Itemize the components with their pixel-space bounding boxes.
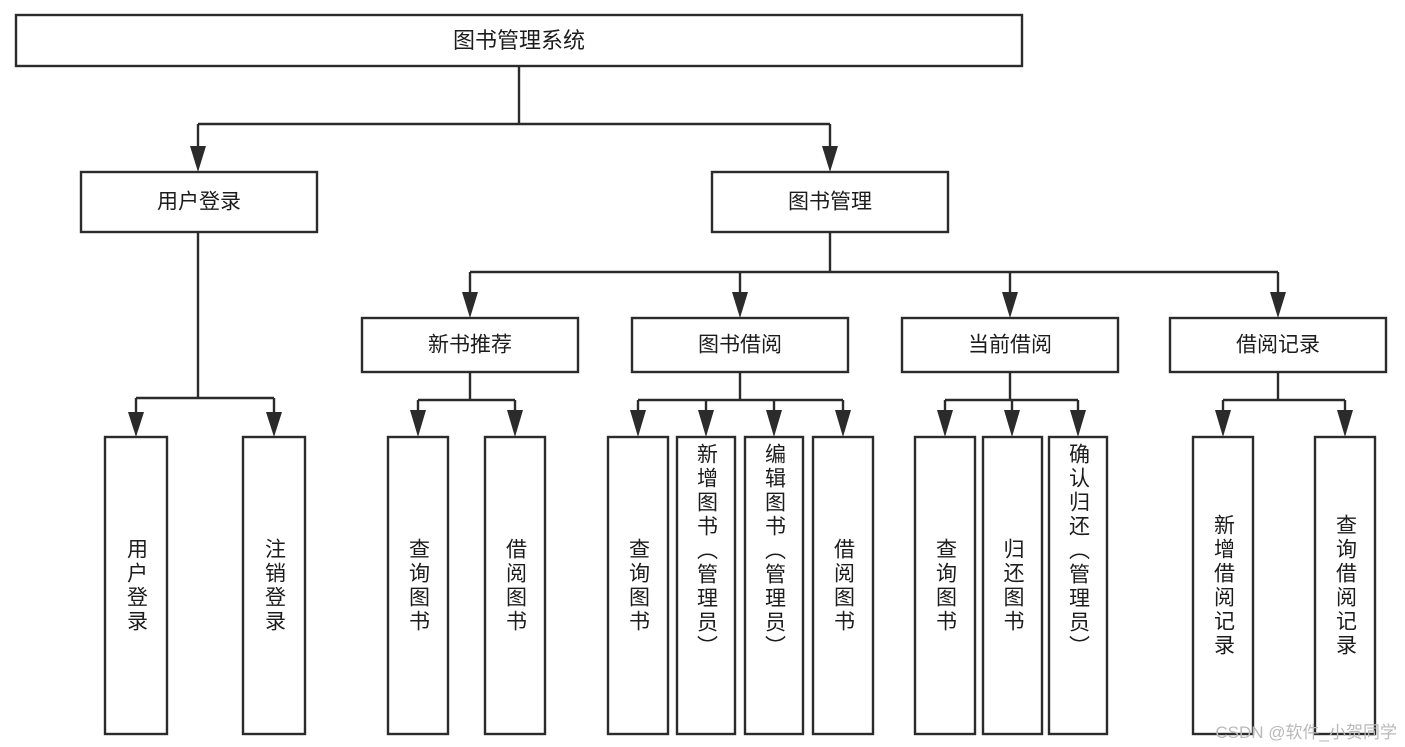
arrowhead-leaf-add-record: [1215, 410, 1231, 437]
node-leaf-add-book[interactable]: [675, 435, 737, 736]
node-leaf-query-book-3-box[interactable]: [913, 435, 977, 736]
node-leaf-borrow-book-1[interactable]: [483, 435, 547, 736]
arrowhead-leaf-query-book-3: [937, 410, 953, 437]
node-leaf-query-book-1-box[interactable]: [386, 435, 450, 736]
node-current-borrow[interactable]: 当前借阅: [900, 316, 1120, 374]
node-leaf-query-book-3[interactable]: [913, 435, 977, 736]
node-user-login-label: 用户登录: [157, 191, 241, 214]
node-book-management-box[interactable]: [710, 170, 950, 234]
node-book-borrow-label: 图书借阅: [698, 334, 782, 357]
node-root-label: 图书管理系统: [453, 28, 585, 53]
node-current-borrow-label: 当前借阅: [968, 334, 1052, 357]
node-book-management[interactable]: 图书管理: [710, 170, 950, 234]
connector-layer: [128, 66, 1353, 437]
node-user-login-box[interactable]: [79, 170, 319, 234]
node-book-management-label: 图书管理: [788, 191, 872, 214]
node-leaf-add-record[interactable]: [1191, 435, 1255, 736]
node-user-login[interactable]: 用户登录: [79, 170, 319, 234]
arrowhead-leaf-edit-book: [766, 410, 782, 437]
arrowhead-leaf-user-login: [128, 412, 144, 437]
arrowhead-user-login: [190, 146, 206, 172]
node-leaf-return-book-box[interactable]: [981, 435, 1044, 736]
node-leaf-add-book-box[interactable]: [675, 435, 737, 736]
node-leaf-user-login-box[interactable]: [103, 435, 169, 736]
node-current-borrow-box[interactable]: [900, 316, 1120, 374]
arrowhead-current-borrow: [1002, 292, 1018, 318]
node-leaf-query-book-2-box[interactable]: [606, 435, 670, 736]
arrowhead-leaf-borrow-book-2: [835, 410, 851, 437]
node-leaf-borrow-book-2[interactable]: [811, 435, 875, 736]
node-new-book-recommend-label: 新书推荐: [428, 334, 512, 357]
arrowhead-leaf-query-record: [1337, 410, 1353, 437]
arrowhead-book-management: [822, 146, 838, 172]
node-leaf-return-book[interactable]: [981, 435, 1044, 736]
arrowhead-new-book-recommend: [462, 292, 478, 318]
node-leaf-confirm-return-box[interactable]: [1047, 435, 1109, 736]
node-new-book-recommend[interactable]: 新书推荐: [360, 316, 580, 374]
arrowhead-leaf-return-book: [1004, 410, 1020, 437]
node-leaf-query-record-box[interactable]: [1313, 435, 1377, 736]
arrowhead-leaf-confirm-return: [1070, 410, 1086, 437]
node-new-book-recommend-box[interactable]: [360, 316, 580, 374]
node-root-box[interactable]: [14, 13, 1024, 68]
node-borrow-record-box[interactable]: [1168, 316, 1388, 374]
node-leaf-add-record-box[interactable]: [1191, 435, 1255, 736]
node-leaf-borrow-book-2-box[interactable]: [811, 435, 875, 736]
node-book-borrow[interactable]: 图书借阅: [630, 316, 850, 374]
arrowhead-leaf-user-logout: [266, 412, 282, 437]
node-leaf-borrow-book-1-box[interactable]: [483, 435, 547, 736]
arrowhead-leaf-borrow-book-1: [507, 410, 523, 437]
node-book-borrow-box[interactable]: [630, 316, 850, 374]
arrowhead-book-borrow: [732, 292, 748, 318]
arrowhead-leaf-query-book-2: [630, 410, 646, 437]
node-leaf-edit-book[interactable]: [743, 435, 805, 736]
node-leaf-user-logout-box[interactable]: [241, 435, 307, 736]
node-leaf-query-record[interactable]: [1313, 435, 1377, 736]
node-leaf-user-logout[interactable]: [241, 435, 307, 736]
node-leaf-query-book-1[interactable]: [386, 435, 450, 736]
node-leaf-query-book-2[interactable]: [606, 435, 670, 736]
arrowhead-leaf-query-book-1: [410, 410, 426, 437]
node-borrow-record-label: 借阅记录: [1236, 334, 1320, 357]
node-root[interactable]: 图书管理系统: [14, 13, 1024, 68]
node-leaf-confirm-return[interactable]: [1047, 435, 1109, 736]
node-leaf-edit-book-box[interactable]: [743, 435, 805, 736]
node-leaf-user-login[interactable]: [103, 435, 169, 736]
node-borrow-record[interactable]: 借阅记录: [1168, 316, 1388, 374]
arrowhead-borrow-record: [1270, 292, 1286, 318]
arrowhead-leaf-add-book: [698, 410, 714, 437]
